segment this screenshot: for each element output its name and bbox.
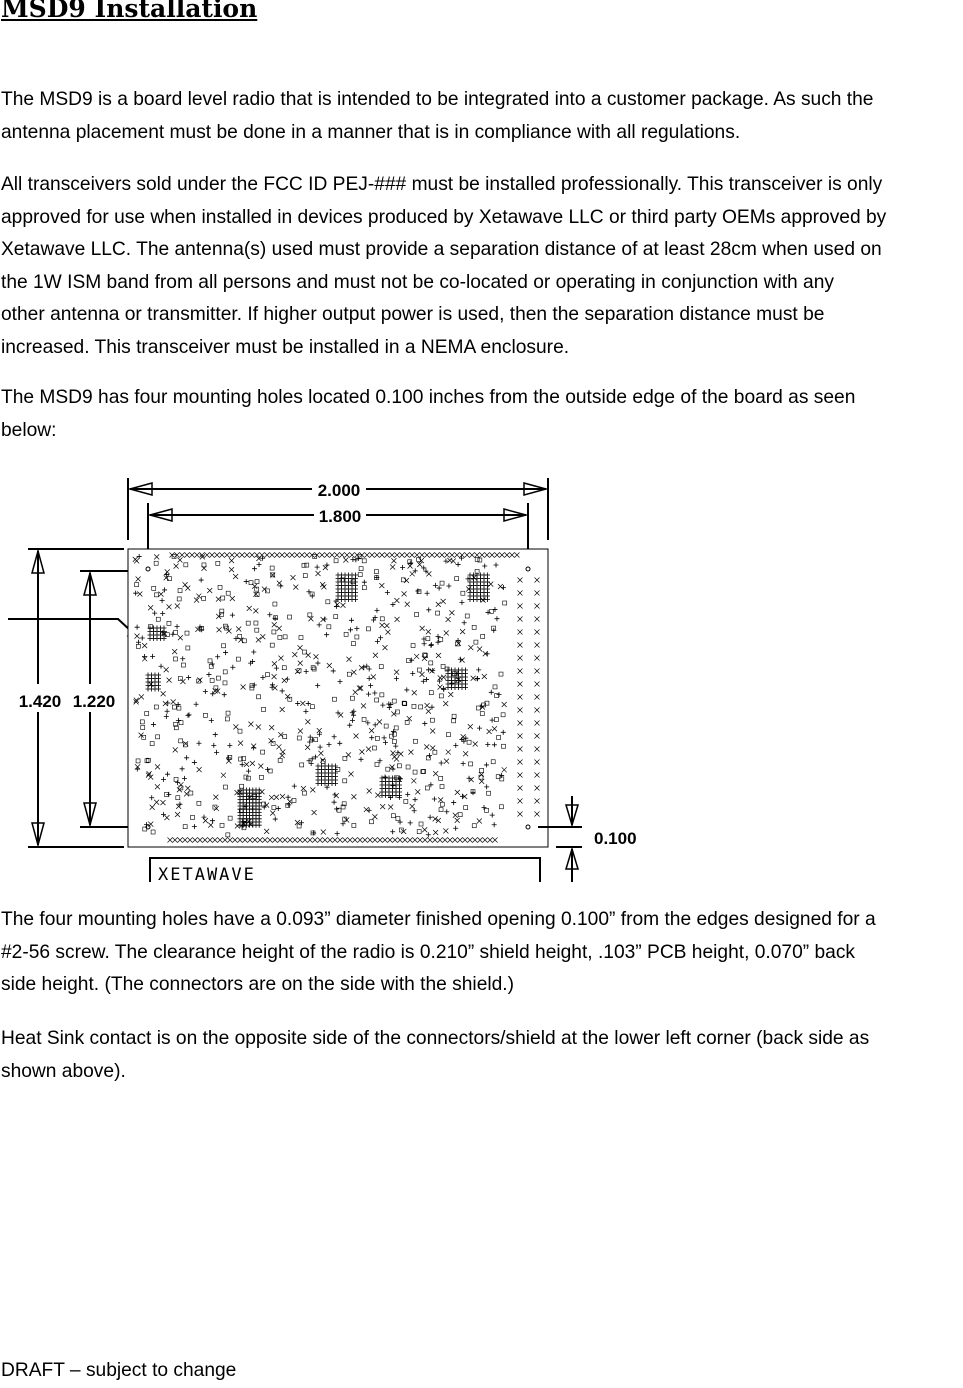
dimension-height-inner: 1.220 <box>73 570 116 828</box>
brand-text: XETAWAVE <box>158 865 256 885</box>
mounting-hole <box>525 566 531 572</box>
silkscreen-brand-label: XETAWAVE <box>149 857 541 885</box>
text-line: antenna placement must be done in a mann… <box>1 121 741 143</box>
dimension-width-outer: 2.000 <box>127 481 549 500</box>
board-components <box>132 552 540 843</box>
text-line: #2-56 screw. The clearance height of the… <box>1 941 856 963</box>
dim-label-2000: 2.000 <box>318 481 361 500</box>
paragraph-heatsink: Heat Sink contact is on the opposite sid… <box>1 1023 963 1088</box>
paragraph-compliance: All transceivers sold under the FCC ID P… <box>1 169 963 364</box>
dim-label-0100: 0.100 <box>594 829 637 848</box>
page-title: MSD9 Installation <box>1 0 258 23</box>
text-line: The MSD9 is a board level radio that is … <box>1 89 874 110</box>
dimension-edge-offset: 0.100 <box>538 796 637 882</box>
text-line: Heat Sink contact is on the opposite sid… <box>1 1028 870 1049</box>
text-line: All transceivers sold under the FCC ID P… <box>1 174 883 195</box>
text-line: side height. (The connectors are on the … <box>1 974 515 995</box>
text-line: the 1W ISM band from all persons and mus… <box>1 271 834 293</box>
dimension-width-inner: 1.800 <box>147 507 529 526</box>
board-dimension-drawing: 2.000 1.800 1.420 1.220 <box>8 478 637 885</box>
dim-label-1800: 1.800 <box>319 507 362 526</box>
text-line: shown above). <box>1 1060 126 1082</box>
dimension-height-outer: 1.420 <box>19 548 62 848</box>
text-line: approved for use when installed in devic… <box>1 206 887 228</box>
leader-line <box>8 618 147 646</box>
text-line: increased. This transceiver must be inst… <box>1 336 570 358</box>
text-line: The four mounting holes have a 0.093” di… <box>1 909 876 930</box>
text-line: The MSD9 has four mounting holes located… <box>1 387 856 408</box>
footer-draft-note: DRAFT – subject to change <box>1 1360 237 1381</box>
dim-label-1220: 1.220 <box>73 692 116 711</box>
text-line: below: <box>1 419 57 441</box>
dim-label-1420: 1.420 <box>19 692 62 711</box>
paragraph-mounting: The MSD9 has four mounting holes located… <box>1 382 963 447</box>
text-line: other antenna or transmitter. If higher … <box>1 304 825 325</box>
mounting-hole <box>525 824 531 830</box>
text-line: Xetawave LLC. The antenna(s) used must p… <box>1 239 882 260</box>
mounting-hole <box>145 566 151 572</box>
mounting-hole <box>145 824 151 830</box>
paragraph-holes: The four mounting holes have a 0.093” di… <box>1 904 963 1002</box>
paragraph-intro: The MSD9 is a board level radio that is … <box>1 84 963 149</box>
